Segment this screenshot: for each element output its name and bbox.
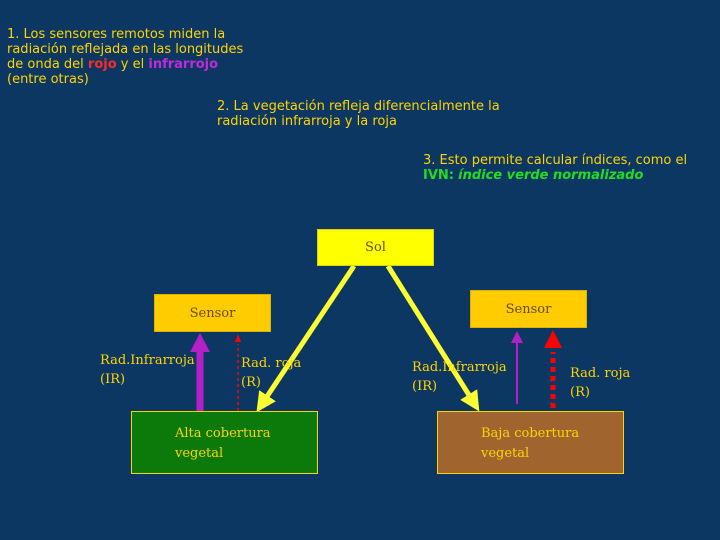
- ground-right-line2: vegetal: [481, 446, 530, 461]
- red-label-left-line2: (R): [241, 375, 261, 390]
- ground-right-line1: Baja cobertura: [481, 426, 580, 441]
- ir-label-right: Rad.Infrarroja (IR): [412, 358, 507, 396]
- sensor-right-label: Sensor: [505, 301, 552, 317]
- sensor-left-label: Sensor: [189, 305, 236, 321]
- ir-arrow-right-head: [511, 331, 523, 343]
- note1-line4: (entre otras): [7, 72, 89, 87]
- ir-label-right-line2: (IR): [412, 379, 438, 394]
- note3-line1: 3. Esto permite calcular índices, como e…: [423, 153, 688, 168]
- ir-label-left-line1: Rad.Infrarroja: [100, 353, 195, 368]
- note3-definition: índice verde normalizado: [458, 168, 644, 183]
- note-index: 3. Esto permite calcular índices, como e…: [423, 153, 718, 183]
- sunlight-arrow-right: [385, 264, 480, 412]
- red-label-left: Rad. roja (R): [241, 354, 301, 392]
- ground-left-line2: vegetal: [175, 446, 224, 461]
- sensor-box-right: Sensor: [470, 290, 587, 328]
- note1-infrared-word: infrarrojo: [148, 57, 219, 72]
- red-arrow-right-head: [544, 330, 562, 348]
- note-vegetation: 2. La vegetación refleja diferencialment…: [217, 99, 547, 129]
- sun-label: Sol: [365, 240, 386, 255]
- ir-label-left-line2: (IR): [100, 372, 126, 387]
- sensor-box-left: Sensor: [154, 294, 271, 332]
- note1-line3-mid: y el: [116, 57, 149, 72]
- note1-line3-start: de onda del: [7, 57, 88, 72]
- red-label-right-line1: Rad. roja: [570, 366, 631, 381]
- ir-label-right-line1: Rad.Infrarroja: [412, 360, 507, 375]
- high-vegetation-cover-box: Alta cobertura vegetal: [131, 411, 318, 474]
- note1-line1: 1. Los sensores remotos miden la: [7, 27, 226, 42]
- red-arrow-left-head: [235, 334, 241, 342]
- red-label-right: Rad. roja (R): [570, 364, 630, 402]
- ir-arrow-left-head: [190, 333, 210, 352]
- sun-box: Sol: [317, 229, 434, 266]
- red-label-right-line2: (R): [570, 385, 590, 400]
- ir-label-left: Rad.Infrarroja (IR): [100, 351, 195, 389]
- note1-line2: radiación reflejada en las longitudes: [7, 42, 244, 57]
- sunlight-arrow-left: [256, 264, 357, 413]
- red-label-left-line1: Rad. roja: [241, 356, 302, 371]
- note-sensors: 1. Los sensores remotos miden la radiaci…: [7, 27, 287, 87]
- ground-left-line1: Alta cobertura: [175, 426, 271, 441]
- note1-red-word: rojo: [87, 57, 117, 72]
- note3-ivn: IVN:: [423, 168, 454, 183]
- note2-line1: 2. La vegetación refleja diferencialment…: [217, 99, 500, 114]
- note2-line2: radiación infrarroja y la roja: [217, 114, 397, 129]
- low-vegetation-cover-box: Baja cobertura vegetal: [437, 411, 624, 474]
